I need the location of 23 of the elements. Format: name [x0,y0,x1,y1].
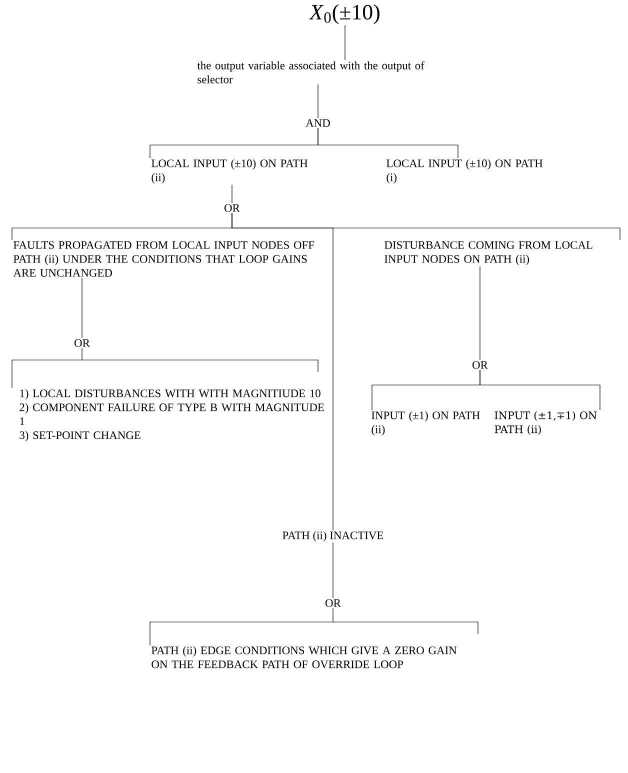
event-text: INPUT (±1,∓1) ON PATH (ii) [494,411,597,435]
connector-line [318,128,458,158]
connector-line [344,24,346,60]
connector-line [232,212,620,240]
connector-line [332,542,334,598]
event-label: X$_{0}$(±10) [308,4,380,24]
connector-line [150,608,478,646]
event-text: PATH (ii) EDGE CONDITIONS WHICH GIVE A ZERO GAIN ON THE FEEDBACK PATH OF OVERRIDE LOOP [152,646,457,668]
event-text: DISTURBANCE COMING FROM LOCAL INPUT NODES ON PATH (ii) [384,241,592,266]
gate-label: OR [326,599,341,607]
gate-label: OR [472,361,488,369]
gate-label: OR [224,204,240,212]
event-text: FAULTS PROPAGATED FROM LOCAL INPUT NODES OFF PATH (ii) UNDER THE CONDITIONS THAT LOOP GAINS ARE UNCHANGED [13,241,314,277]
event-text: the output variable associated with the output of selector [197,61,424,84]
event-text: PATH (ii) INACTIVE [282,531,384,542]
event-text: LOCAL INPUT (±10) ON PATH (i) [386,159,543,184]
event-text: LOCAL INPUT (±10) ON PATH (ii) [152,159,308,184]
event-list: 1) LOCAL DISTURBANCES WITH WITH MAGNITIUDE 10 2) COMPONENT FAILURE OF TYPE B WITH MAGNITUDE 1 3) SET-POINT CHANGE [20,389,324,442]
gate-label: AND [306,119,330,127]
connector-line [480,370,600,410]
event-text: INPUT (±1) ON PATH (ii) [372,411,480,436]
connector-line [12,348,318,388]
gate-label: OR [74,339,90,347]
